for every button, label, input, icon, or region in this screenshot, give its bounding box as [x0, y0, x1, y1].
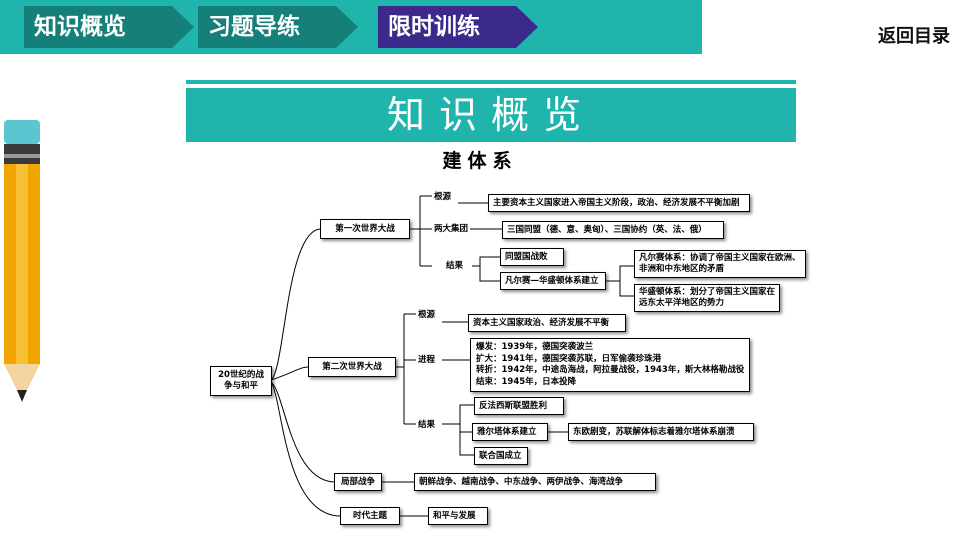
- tab-timed-training-label: 限时训练: [388, 14, 480, 40]
- ww1-blocs-label: 两大集团: [434, 224, 469, 234]
- ww1-node: 第一次世界大战: [320, 219, 410, 239]
- ww1-result-label: 结果: [446, 261, 464, 271]
- ww1-result-versailles-washington: 凡尔赛—华盛顿体系建立: [500, 272, 606, 290]
- pencil-icon: [4, 120, 40, 402]
- ww2-result-antifascist-victory: 反法西斯联盟胜利: [474, 397, 564, 415]
- washington-system-box: 华盛顿体系：划分了帝国主义国家在远东太平洋地区的势力: [634, 284, 780, 312]
- ww2-process-turning-point: 转折：1942年，中途岛海战，阿拉曼战役，1943年，斯大林格勒战役: [476, 365, 745, 375]
- ww2-result-label: 结果: [418, 420, 436, 430]
- ww1-cause-box: 主要资本主义国家进入帝国主义阶段，政治、经济发展不平衡加剧: [488, 194, 750, 212]
- tab-exercises-label: 习题导练: [208, 14, 300, 40]
- yalta-collapse-box: 东欧剧变，苏联解体标志着雅尔塔体系崩溃: [568, 423, 754, 441]
- ww1-cause-label: 根源: [434, 192, 452, 202]
- tab-overview[interactable]: 知识概览: [24, 6, 194, 48]
- ww2-node: 第二次世界大战: [308, 357, 396, 377]
- ww2-process-outbreak: 爆发：1939年，德国突袭波兰: [476, 342, 594, 352]
- tab-timed-training-arrow-shape: [378, 6, 538, 48]
- ww2-process-expansion: 扩大：1941年，德国突袭苏联，日军偷袭珍珠港: [476, 353, 662, 364]
- section-subtitle: 建体系: [442, 150, 518, 172]
- back-to-contents-link[interactable]: 返回目录: [878, 26, 950, 47]
- tab-exercises-arrow-shape: [198, 6, 358, 48]
- tab-overview-arrow-shape: [24, 6, 194, 48]
- ww2-cause-box: 资本主义国家政治、经济发展不平衡: [468, 314, 626, 332]
- section-banner: 知识概览: [186, 88, 796, 142]
- banner-top-stripe: [186, 80, 796, 84]
- tab-overview-label: 知识概览: [34, 14, 126, 40]
- ww2-process-box: 爆发：1939年，德国突袭波兰 扩大：1941年，德国突袭苏联，日军偷袭珍珠港 …: [470, 338, 750, 392]
- era-theme-value: 和平与发展: [428, 507, 488, 525]
- ww1-result-allies-defeated: 同盟国战败: [500, 248, 564, 266]
- tab-exercises[interactable]: 习题导练: [198, 6, 358, 48]
- ww2-process-label: 进程: [418, 355, 436, 365]
- local-wars-list: 朝鲜战争、越南战争、中东战争、两伊战争、海湾战争: [414, 473, 656, 491]
- ww2-result-yalta-system: 雅尔塔体系建立: [472, 423, 548, 441]
- root-node: 20世纪的战争与和平: [210, 366, 272, 396]
- ww2-process-end: 结束：1945年，日本投降: [476, 376, 577, 387]
- local-wars-node: 局部战争: [334, 473, 382, 491]
- banner-title: 知识概览: [386, 93, 595, 137]
- era-theme-node: 时代主题: [340, 507, 400, 525]
- tab-timed-training[interactable]: 限时训练: [378, 6, 538, 48]
- ww1-blocs-box: 三国同盟（德、意、奥匈）、三国协约（英、法、俄）: [502, 221, 724, 239]
- versailles-system-box: 凡尔赛体系：协调了帝国主义国家在欧洲、非洲和中东地区的矛盾: [634, 250, 806, 278]
- ww2-result-un-founded: 联合国成立: [474, 447, 528, 465]
- ww2-cause-label: 根源: [418, 310, 436, 320]
